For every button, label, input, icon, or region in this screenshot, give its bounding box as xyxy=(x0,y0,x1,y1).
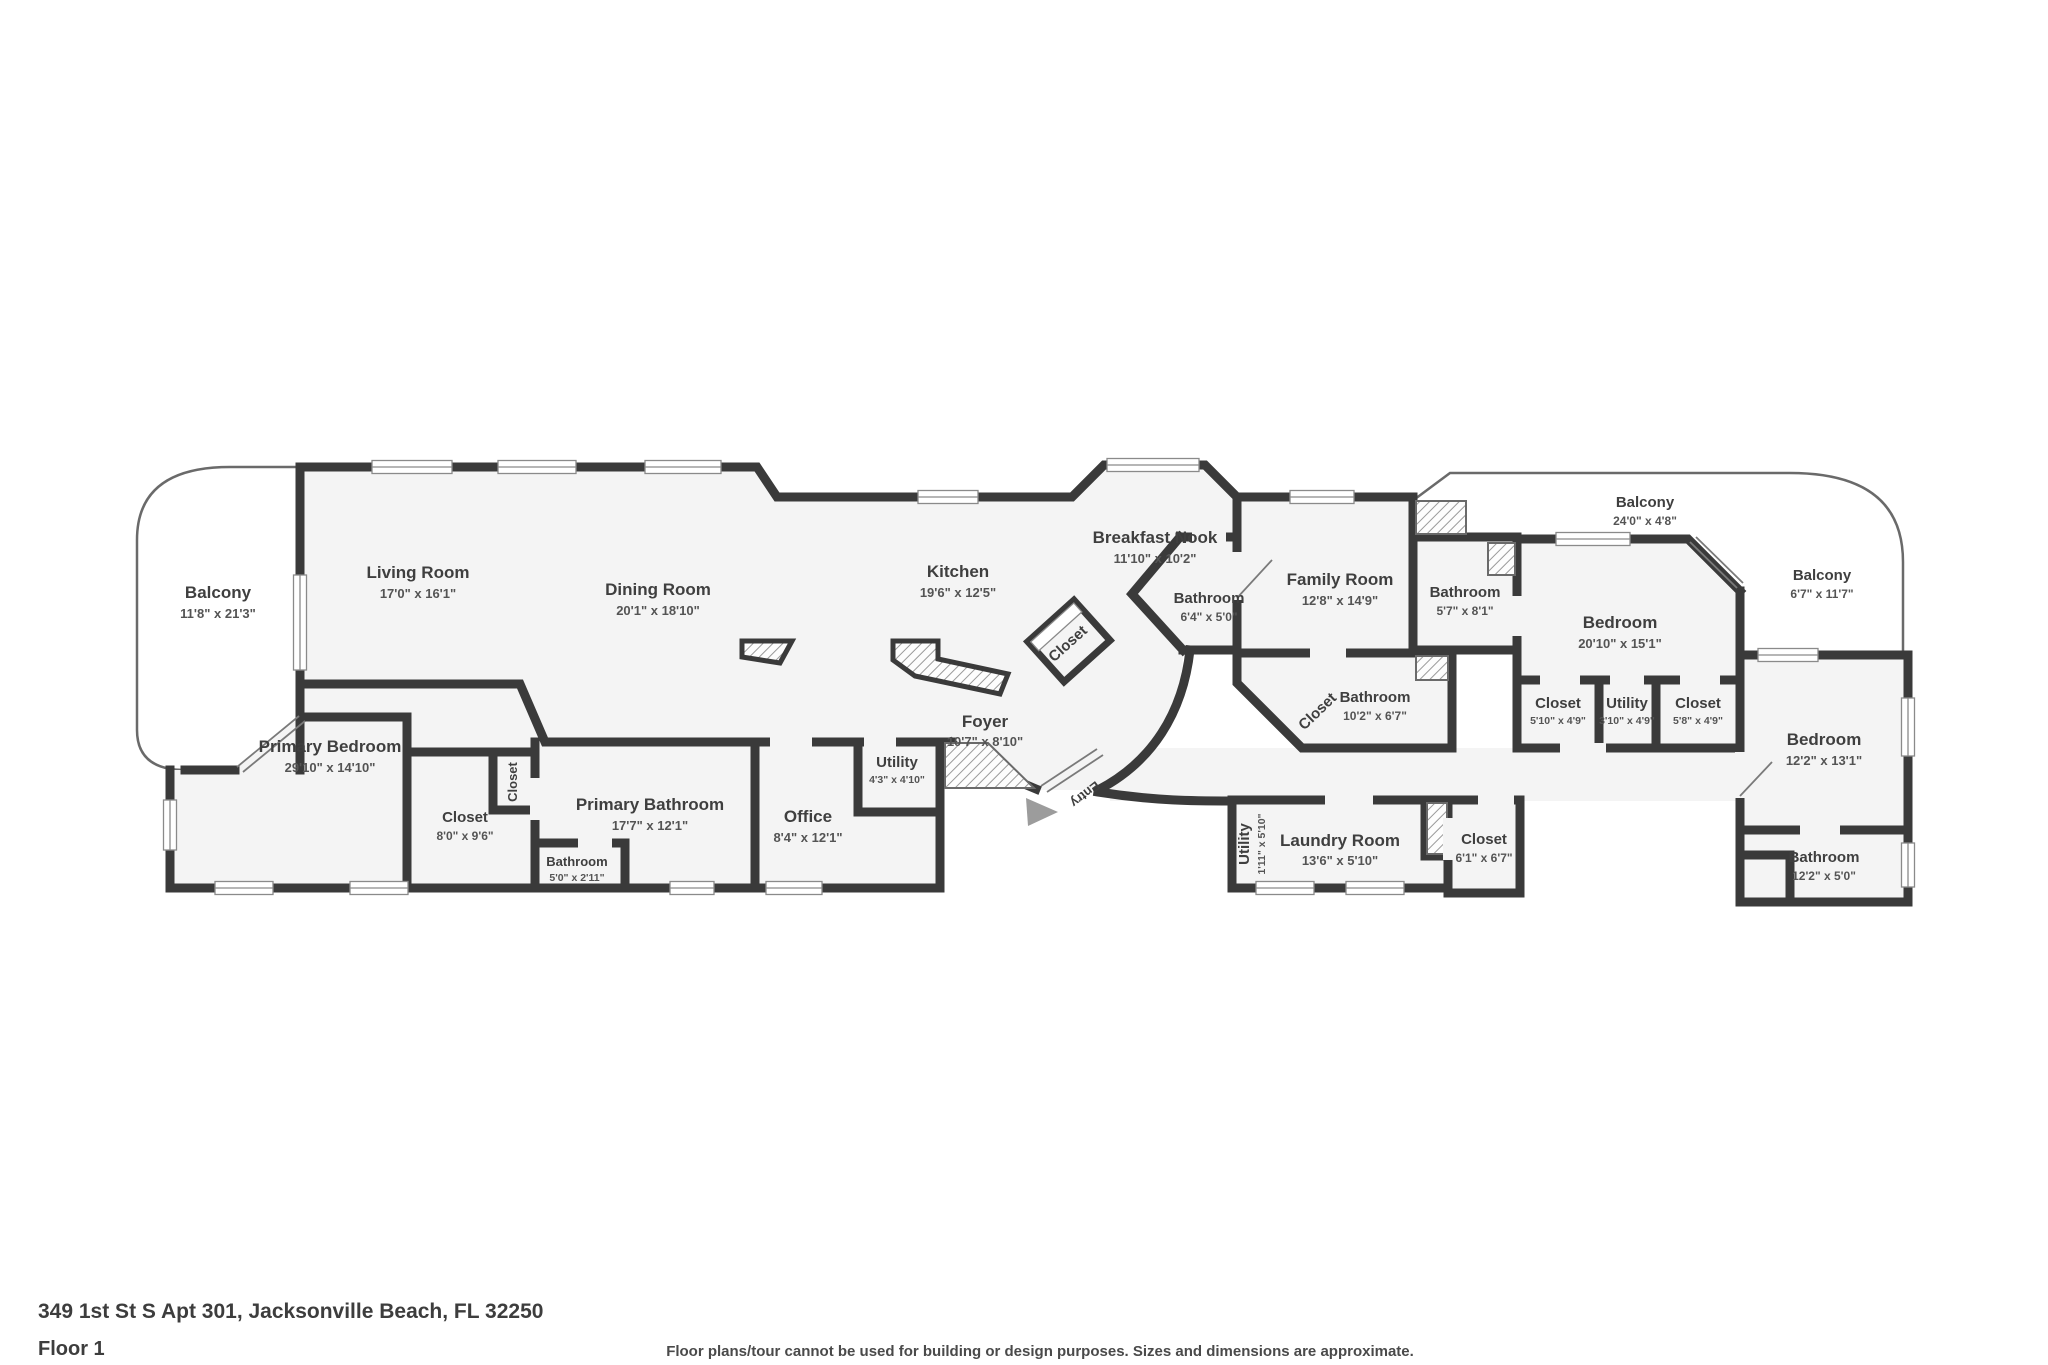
room-name-bathroom-2-11: Bathroom xyxy=(546,854,607,869)
room-name-closet-vertical: Closet xyxy=(505,761,520,801)
entry-arrow-icon xyxy=(1026,798,1058,826)
room-name-balcony-left: Balcony xyxy=(185,583,252,602)
room-dims-primary-bedroom: 29'10" x 14'10" xyxy=(285,760,376,775)
room-name-utility-laundry: Utility xyxy=(1236,823,1253,865)
room-dims-utility-laundry: 1'11" x 5'10" xyxy=(1256,813,1268,874)
room-dims-office: 8'4" x 12'1" xyxy=(773,830,842,845)
room-dims-breakfast-nook: 11'10" x 10'2" xyxy=(1114,551,1197,566)
room-dims-closet-6-1: 6'1" x 6'7" xyxy=(1455,851,1512,865)
room-dims-bedroom-12: 12'2" x 13'1" xyxy=(1786,753,1862,768)
hatched-areas xyxy=(739,500,1516,855)
room-name-bedroom-20: Bedroom xyxy=(1583,613,1658,632)
room-dims-balcony-left: 11'8" x 21'3" xyxy=(180,606,256,621)
room-dims-dining-room: 20'1" x 18'10" xyxy=(616,603,700,618)
disclaimer-text: Floor plans/tour cannot be used for buil… xyxy=(666,1343,1414,1360)
entry-marker xyxy=(1026,798,1058,826)
room-name-bedroom-12: Bedroom xyxy=(1787,730,1862,749)
room-name-bathroom-10-2: Bathroom xyxy=(1340,689,1411,706)
room-name-bathroom-6-4: Bathroom xyxy=(1174,590,1245,607)
room-dims-balcony-top: 24'0" x 4'8" xyxy=(1613,514,1677,528)
room-dims-laundry-room: 13'6" x 5'10" xyxy=(1302,853,1378,868)
door-openings xyxy=(236,532,1840,860)
room-dims-closet-5-8: 5'8" x 4'9" xyxy=(1673,715,1723,727)
room-dims-closet-8: 8'0" x 9'6" xyxy=(436,829,493,843)
room-labels: Balcony 11'8" x 21'3" Living Room 17'0" … xyxy=(180,494,1862,884)
room-dims-bathroom-6-4: 6'4" x 5'0" xyxy=(1180,610,1237,624)
kitchen-counter-2 xyxy=(739,638,797,666)
room-dims-bathroom-12: 12'2" x 5'0" xyxy=(1792,869,1856,883)
room-name-closet-5-10: Closet xyxy=(1535,695,1581,712)
room-dims-primary-bathroom: 17'7" x 12'1" xyxy=(612,818,688,833)
room-dims-balcony-right: 6'7" x 11'7" xyxy=(1790,587,1853,601)
room-name-office: Office xyxy=(784,807,832,826)
room-name-balcony-top: Balcony xyxy=(1616,494,1675,511)
room-name-closet-6-1: Closet xyxy=(1461,831,1507,848)
property-address: 349 1st St S Apt 301, Jacksonville Beach… xyxy=(38,1300,544,1323)
room-dims-bathroom-5-7: 5'7" x 8'1" xyxy=(1436,604,1493,618)
room-name-primary-bathroom: Primary Bathroom xyxy=(576,795,724,814)
floor-label: Floor 1 xyxy=(38,1338,105,1360)
laundry-utility-label: Utility 1'11" x 5'10" xyxy=(1236,813,1268,874)
room-name-primary-bedroom: Primary Bedroom xyxy=(259,737,402,756)
room-name-bathroom-5-7: Bathroom xyxy=(1430,584,1501,601)
room-name-closet-5-8: Closet xyxy=(1675,695,1721,712)
room-dims-utility-3-10: 3'10" x 4'9" xyxy=(1599,715,1655,727)
room-name-kitchen: Kitchen xyxy=(927,562,989,581)
room-dims-foyer: 10'7" x 8'10" xyxy=(947,734,1023,749)
room-name-family-room: Family Room xyxy=(1287,570,1394,589)
kitchen-counter xyxy=(890,638,1012,697)
room-dims-living-room: 17'0" x 16'1" xyxy=(380,586,456,601)
room-name-closet-8: Closet xyxy=(442,809,488,826)
room-name-utility-4-3: Utility xyxy=(876,754,918,771)
kitchen-closet-box xyxy=(1022,595,1116,687)
room-name-breakfast-nook: Breakfast Nook xyxy=(1093,528,1218,547)
room-dims-bathroom-10-2: 10'2" x 6'7" xyxy=(1343,709,1407,723)
room-dims-closet-5-10: 5'10" x 4'9" xyxy=(1530,715,1586,727)
windows xyxy=(162,457,1916,896)
room-name-bathroom-12: Bathroom xyxy=(1789,849,1860,866)
room-name-laundry-room: Laundry Room xyxy=(1280,831,1400,850)
room-dims-family-room: 12'8" x 14'9" xyxy=(1302,593,1378,608)
room-name-utility-3-10: Utility xyxy=(1606,695,1648,712)
room-name-foyer: Foyer xyxy=(962,712,1009,731)
room-name-dining-room: Dining Room xyxy=(605,580,711,599)
room-dims-utility-4-3: 4'3" x 4'10" xyxy=(869,774,925,786)
room-dims-kitchen: 19'6" x 12'5" xyxy=(920,585,996,600)
room-name-balcony-right: Balcony xyxy=(1793,567,1852,584)
room-dims-bedroom-20: 20'10" x 15'1" xyxy=(1578,636,1662,651)
room-name-living-room: Living Room xyxy=(367,563,470,582)
room-dims-bathroom-2-11: 5'0" x 2'11" xyxy=(549,872,604,884)
